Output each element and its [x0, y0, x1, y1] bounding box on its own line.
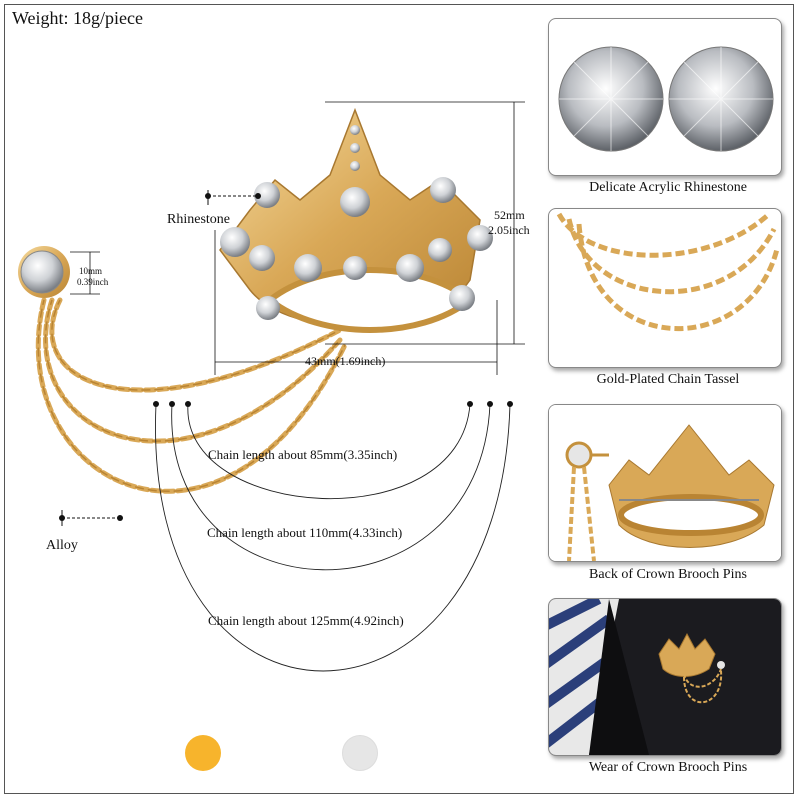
stud-rhinestone	[18, 246, 70, 298]
image-frame	[4, 4, 794, 794]
caption-chain: Gold-Plated Chain Tassel	[596, 372, 740, 387]
alloy-label: Alloy	[46, 538, 78, 553]
brooch-worn-panel	[548, 598, 782, 756]
chain-tassel	[35, 297, 348, 494]
chain-tassel-panel	[548, 208, 782, 368]
chain-length-85: Chain length about 85mm(3.35inch)	[208, 447, 397, 462]
caption-back: Back of Crown Brooch Pins	[589, 567, 747, 582]
rhinestone-label: Rhinestone	[167, 212, 230, 227]
chain-length-110: Chain length about 110mm(4.33inch)	[207, 525, 402, 540]
brooch-back-panel	[548, 404, 782, 562]
stud-size-mm: 10mm	[79, 266, 102, 276]
brooch-back-icon	[549, 405, 781, 561]
chain-tassel-icon	[556, 212, 780, 332]
chain-length-125: Chain length about 125mm(4.92inch)	[208, 613, 404, 628]
height-in: 2.05inch	[488, 223, 530, 237]
crown-brooch	[219, 107, 493, 333]
brooch-worn-icon	[549, 599, 781, 755]
product-illustration: 10mm 0.39inch 52mm 2.05inch 43mm(1.69inc…	[18, 101, 530, 672]
caption-rhinestone: Delicate Acrylic Rhinestone	[589, 180, 747, 195]
width-label: 43mm(1.69inch)	[305, 354, 385, 368]
height-mm: 52mm	[494, 208, 525, 222]
weight-label: Weight: 18g/piece	[12, 8, 144, 28]
rhinestone-closeup-panel	[548, 18, 782, 176]
silver-color-swatch[interactable]	[342, 735, 378, 771]
rhinestone-closeup-icon	[558, 46, 774, 152]
caption-worn: Wear of Crown Brooch Pins	[588, 760, 748, 775]
stud-size-in: 0.39inch	[77, 277, 109, 287]
gold-color-swatch[interactable]	[185, 735, 221, 771]
